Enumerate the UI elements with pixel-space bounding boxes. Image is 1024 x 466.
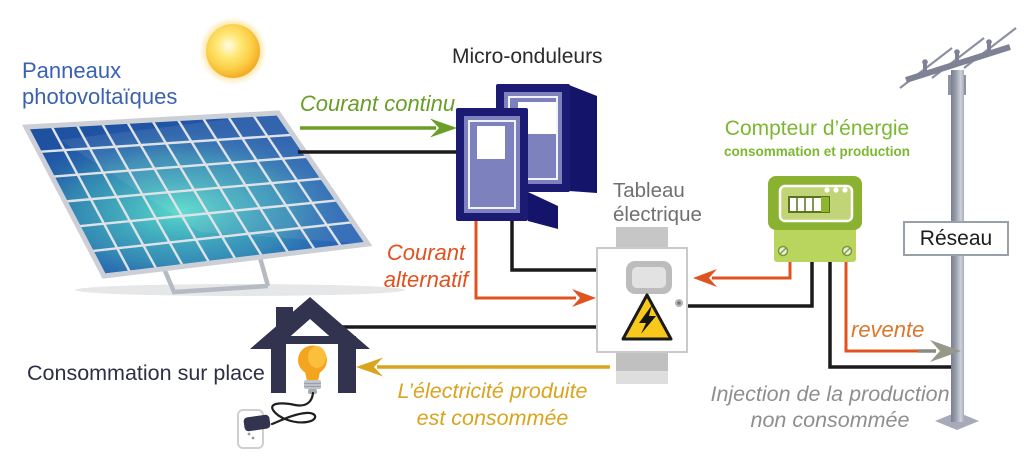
house-roof [250, 297, 370, 349]
black-wires [298, 150, 952, 369]
energy-meter-icon [768, 176, 862, 262]
solar-panel-icon [21, 110, 405, 296]
energy-meter-subtitle: consommation et production [723, 144, 910, 159]
lamp-cord [270, 391, 317, 426]
meter-screws [777, 245, 853, 257]
solar-panels-label: Panneaux photovoltaïques [22, 58, 178, 109]
sun-icon [199, 17, 267, 85]
meter-display [788, 196, 830, 213]
house-icon [237, 297, 370, 449]
ac-arrowhead [572, 289, 596, 307]
orange-wires [474, 221, 922, 353]
micro-inverter-icon [456, 84, 597, 229]
micro-inverters-label: Micro-onduleurs [452, 45, 603, 68]
injection-label: Injection de la production non consommée [710, 382, 950, 433]
power-outlet-icon [237, 409, 271, 449]
wire-meter-to-pole [828, 262, 952, 369]
dc-arrowhead [430, 118, 457, 138]
consumed-electricity-label: L’électricité produite est consommée [397, 379, 588, 430]
lightbulb-icon [298, 345, 327, 394]
electrical-panel-label: Tableau électrique [613, 179, 702, 226]
energy-meter-title: Compteur d’énergie [724, 117, 910, 140]
wire-ac [474, 221, 576, 300]
warning-triangle-icon [621, 293, 673, 341]
wire-inverter-to-panelbox [510, 221, 597, 272]
wire-meter-arrow [712, 262, 792, 280]
onsite-consumption-label: Consommation sur place [27, 361, 265, 385]
dc-current-label: Courant continu [299, 91, 456, 116]
panel-cell-grid [38, 113, 354, 274]
meter-arrowhead [693, 269, 717, 287]
plug-icon [243, 414, 271, 432]
grid-label-box: Réseau [903, 221, 1009, 256]
resale-arrow [918, 340, 961, 362]
resale-arrowhead [930, 340, 961, 362]
pole-insulators [923, 44, 991, 76]
wire-meter-to-panelbox [688, 262, 814, 308]
energy-meter-labels: Compteur d’énergie consommation et produ… [710, 117, 924, 159]
wire-resale [844, 262, 922, 353]
consumed-arrow [356, 357, 610, 377]
dc-arrow [300, 118, 457, 138]
ac-current-label: Courant alternatif [383, 240, 469, 293]
consumed-arrowhead [356, 357, 383, 377]
electrical-panel-icon [596, 227, 688, 384]
resale-label: revente [851, 317, 925, 342]
